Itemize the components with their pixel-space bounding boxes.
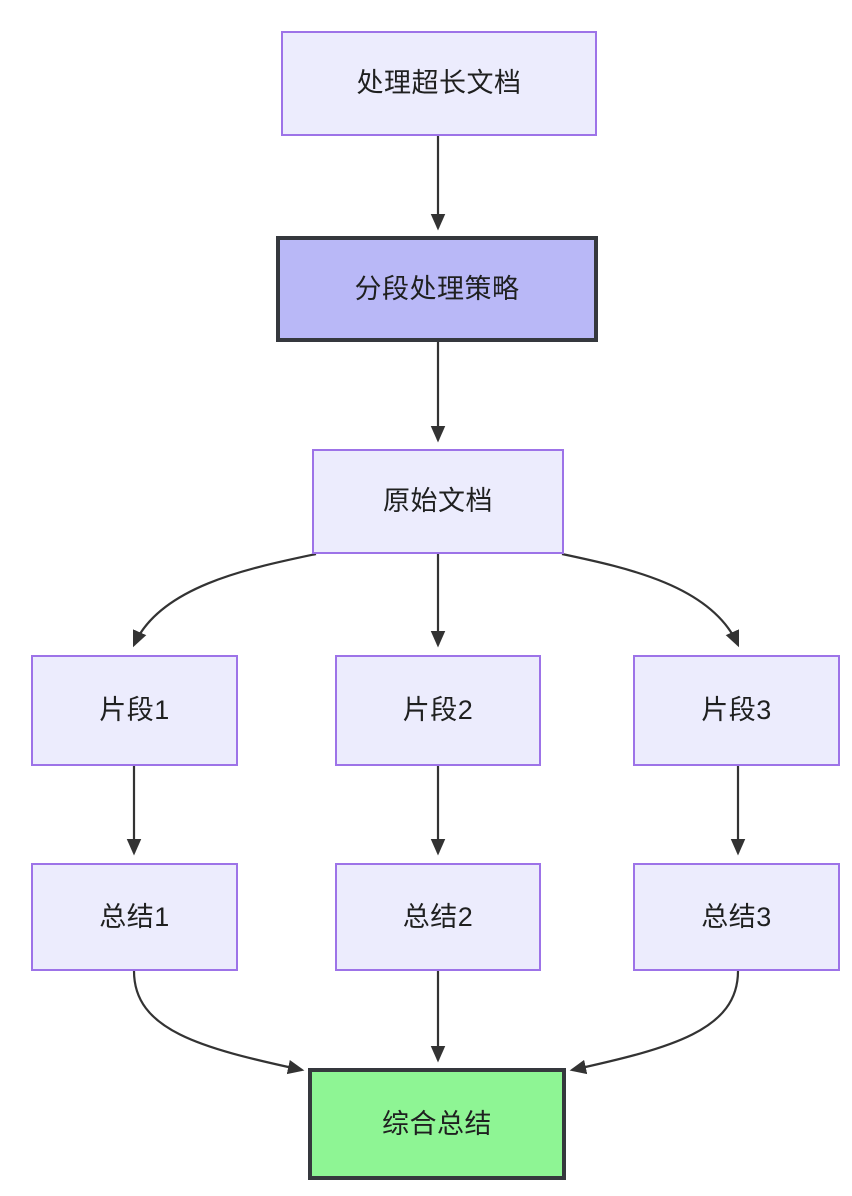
node-label: 分段处理策略 [354, 273, 520, 304]
node-label: 片段3 [701, 695, 772, 726]
node-summary-2[interactable]: 总结2 [335, 863, 541, 971]
node-summary-3[interactable]: 总结3 [633, 863, 840, 971]
node-original-document[interactable]: 原始文档 [312, 449, 564, 554]
edge-n3-n6 [561, 552, 740, 648]
node-label: 总结2 [402, 901, 474, 932]
node-label: 片段1 [99, 695, 170, 726]
node-summary-1[interactable]: 总结1 [31, 863, 238, 971]
node-process-long-document[interactable]: 处理超长文档 [281, 31, 597, 136]
node-combined-summary[interactable]: 综合总结 [308, 1068, 566, 1180]
node-label: 总结3 [701, 901, 772, 932]
node-chunk-1[interactable]: 片段1 [31, 655, 238, 766]
node-label: 综合总结 [382, 1108, 492, 1139]
node-label: 处理超长文档 [356, 68, 522, 99]
node-label: 总结1 [99, 901, 170, 932]
node-chunk-3[interactable]: 片段3 [633, 655, 840, 766]
edge-n9-n10 [569, 970, 740, 1075]
node-chunking-strategy[interactable]: 分段处理策略 [276, 236, 598, 342]
edge-n7-n10 [132, 970, 305, 1075]
node-chunk-2[interactable]: 片段2 [335, 655, 541, 766]
node-label: 原始文档 [383, 486, 493, 517]
edge-n3-n4 [132, 552, 317, 648]
node-label: 片段2 [402, 695, 474, 726]
